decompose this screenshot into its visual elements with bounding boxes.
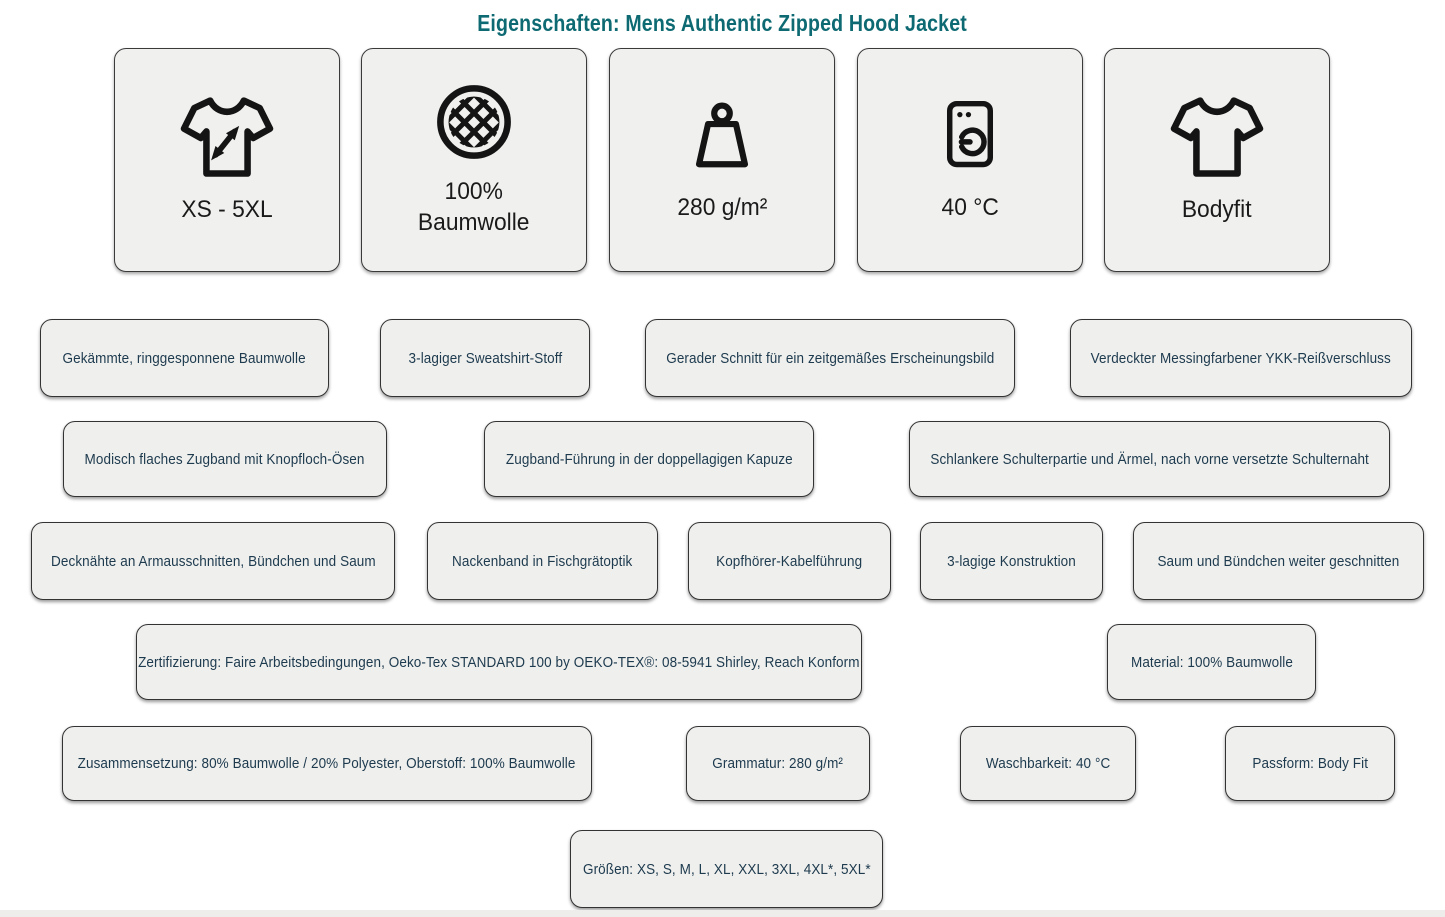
feature-pill: Waschbarkeit: 40 °C <box>960 726 1136 801</box>
tshirt-size-icon <box>179 95 275 181</box>
feature-pill: 3-lagiger Sweatshirt-Stoff <box>380 319 590 397</box>
page-bottom-edge <box>0 910 1445 917</box>
feature-card-washing: 40 °C <box>857 48 1083 272</box>
feature-card-weight: 280 g/m² <box>609 48 835 272</box>
fabric-weave-icon <box>433 81 515 163</box>
feature-pill: Zusammensetzung: 80% Baumwolle / 20% Pol… <box>62 726 592 801</box>
card-label: XS - 5XL <box>181 195 273 223</box>
page-title: Eigenschaften: Mens Authentic Zipped Hoo… <box>477 10 968 36</box>
washing-machine-icon <box>931 97 1009 179</box>
feature-card-fit: Bodyfit <box>1104 48 1330 272</box>
feature-card-material: 100% Baumwolle <box>361 48 587 272</box>
feature-pill: Verdeckter Messingfarbener YKK-Reißversc… <box>1070 319 1412 397</box>
card-label: Bodyfit <box>1182 195 1252 223</box>
card-label: 280 g/m² <box>677 193 767 221</box>
feature-pill: 3-lagige Konstruktion <box>920 522 1103 600</box>
feature-pill: Größen: XS, S, M, L, XL, XXL, 3XL, 4XL*,… <box>570 830 883 908</box>
feature-pill: Gerader Schnitt für ein zeitgemäßes Ersc… <box>645 319 1015 397</box>
card-label: 100% Baumwolle <box>418 178 530 236</box>
feature-pill: Modisch flaches Zugband mit Knopfloch-Ös… <box>63 421 387 497</box>
weight-icon <box>681 97 763 179</box>
feature-pill: Schlankere Schulterpartie und Ärmel, nac… <box>909 421 1390 497</box>
tshirt-icon <box>1169 95 1265 181</box>
feature-pill: Material: 100% Baumwolle <box>1107 624 1316 700</box>
feature-pill: Gekämmte, ringgesponnene Baumwolle <box>40 319 329 397</box>
feature-pill: Nackenband in Fischgrätoptik <box>427 522 658 600</box>
feature-card-sizes: XS - 5XL <box>114 48 340 272</box>
feature-pill: Kopfhörer-Kabelführung <box>688 522 891 600</box>
feature-pill: Zugband-Führung in der doppellagigen Kap… <box>484 421 814 497</box>
feature-pill: Saum und Bündchen weiter geschnitten <box>1133 522 1424 600</box>
feature-pill: Passform: Body Fit <box>1225 726 1395 801</box>
feature-pill: Decknähte an Armausschnitten, Bündchen u… <box>31 522 395 600</box>
feature-pill: Grammatur: 280 g/m² <box>686 726 870 801</box>
feature-pill: Zertifizierung: Faire Arbeitsbedingungen… <box>136 624 862 700</box>
card-label: 40 °C <box>941 193 999 221</box>
